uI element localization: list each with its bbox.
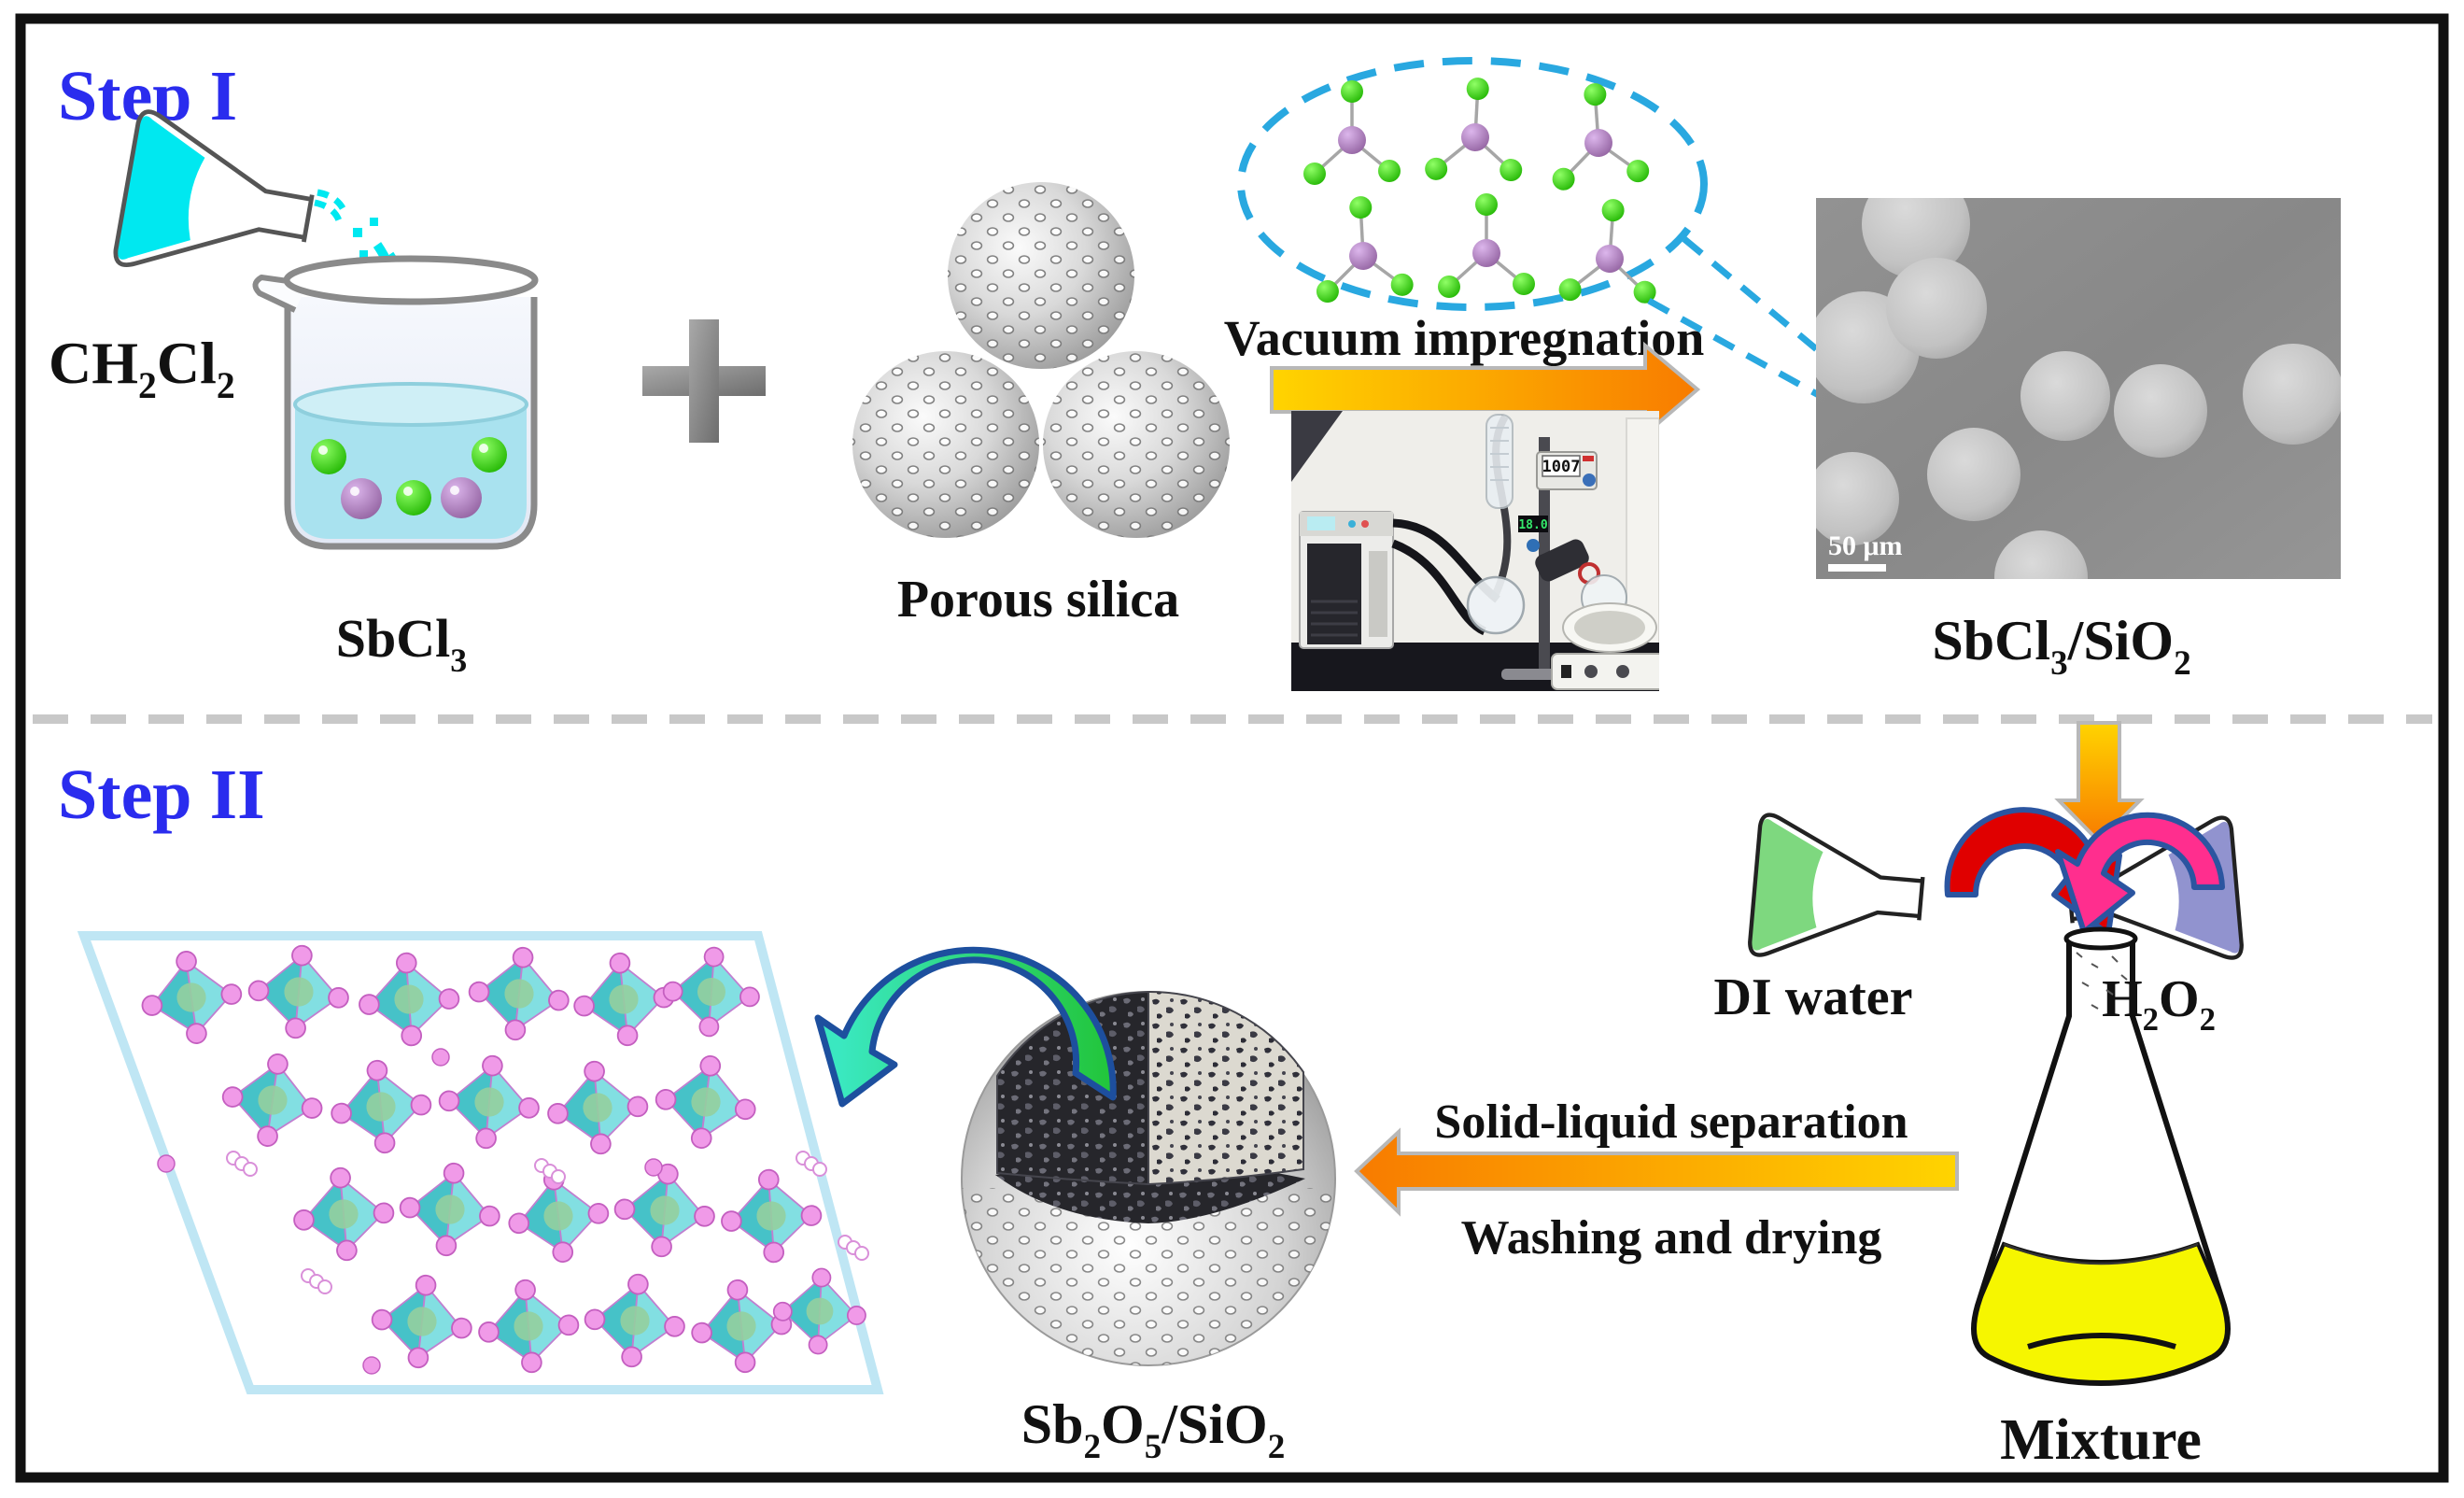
silica-sphere [852, 351, 1039, 538]
washing-label: Washing and drying [1461, 1211, 1882, 1265]
sbcl3-atoms [311, 437, 507, 519]
vacuum-impregnation-label: Vacuum impregnation [1224, 310, 1705, 366]
crystal-octahedra [134, 940, 869, 1378]
sbcl3-sio2-label: SbCl3/SiO2 [1932, 610, 2190, 683]
svg-text:50 μm: 50 μm [1828, 530, 1903, 561]
porous-silica-label: Porous silica [897, 571, 1179, 629]
product-sphere [961, 990, 1336, 1366]
mixture-label: Mixture [2000, 1408, 2202, 1472]
figure-frame [15, 13, 2449, 1483]
sem-spheres [1816, 198, 2341, 579]
crystal-structure [77, 931, 884, 1394]
equipment-display: 1007 [1542, 458, 1581, 476]
sb2o5-sio2-label: Sb2O5/SiO2 [1021, 1393, 1286, 1466]
di-water-label: DI water [1713, 968, 1912, 1026]
sem-image: 50 μm [1816, 198, 2341, 579]
silica-sphere [1043, 351, 1230, 538]
separation-label: Solid-liquid separation [1434, 1095, 1908, 1149]
mixture-flask [1971, 926, 2231, 1387]
silica-sphere [948, 182, 1134, 369]
ch2cl2-label: CH2Cl2 [49, 330, 235, 406]
pouring-flask [114, 110, 322, 295]
sbcl3-molecules-callout [1237, 57, 1945, 463]
transfer-arrow [814, 946, 1117, 1108]
plus-sign [642, 319, 766, 443]
step2-title: Step II [58, 756, 265, 834]
sbcl3-label: SbCl3 [336, 608, 468, 679]
separation-arrow [1354, 1127, 1959, 1217]
sem-scale-bar: 50 μm [1828, 530, 1903, 572]
lab-photo: 1007 18.0 [1291, 411, 1659, 691]
pink-pour-arrow [2055, 812, 2225, 935]
beaker [252, 255, 539, 550]
equipment-display-green: 18.0 [1518, 518, 1547, 532]
h2o2-label: H2O2 [2102, 970, 2216, 1038]
di-water-flask [1749, 814, 1927, 968]
porous-silica-spheres [852, 182, 1230, 538]
